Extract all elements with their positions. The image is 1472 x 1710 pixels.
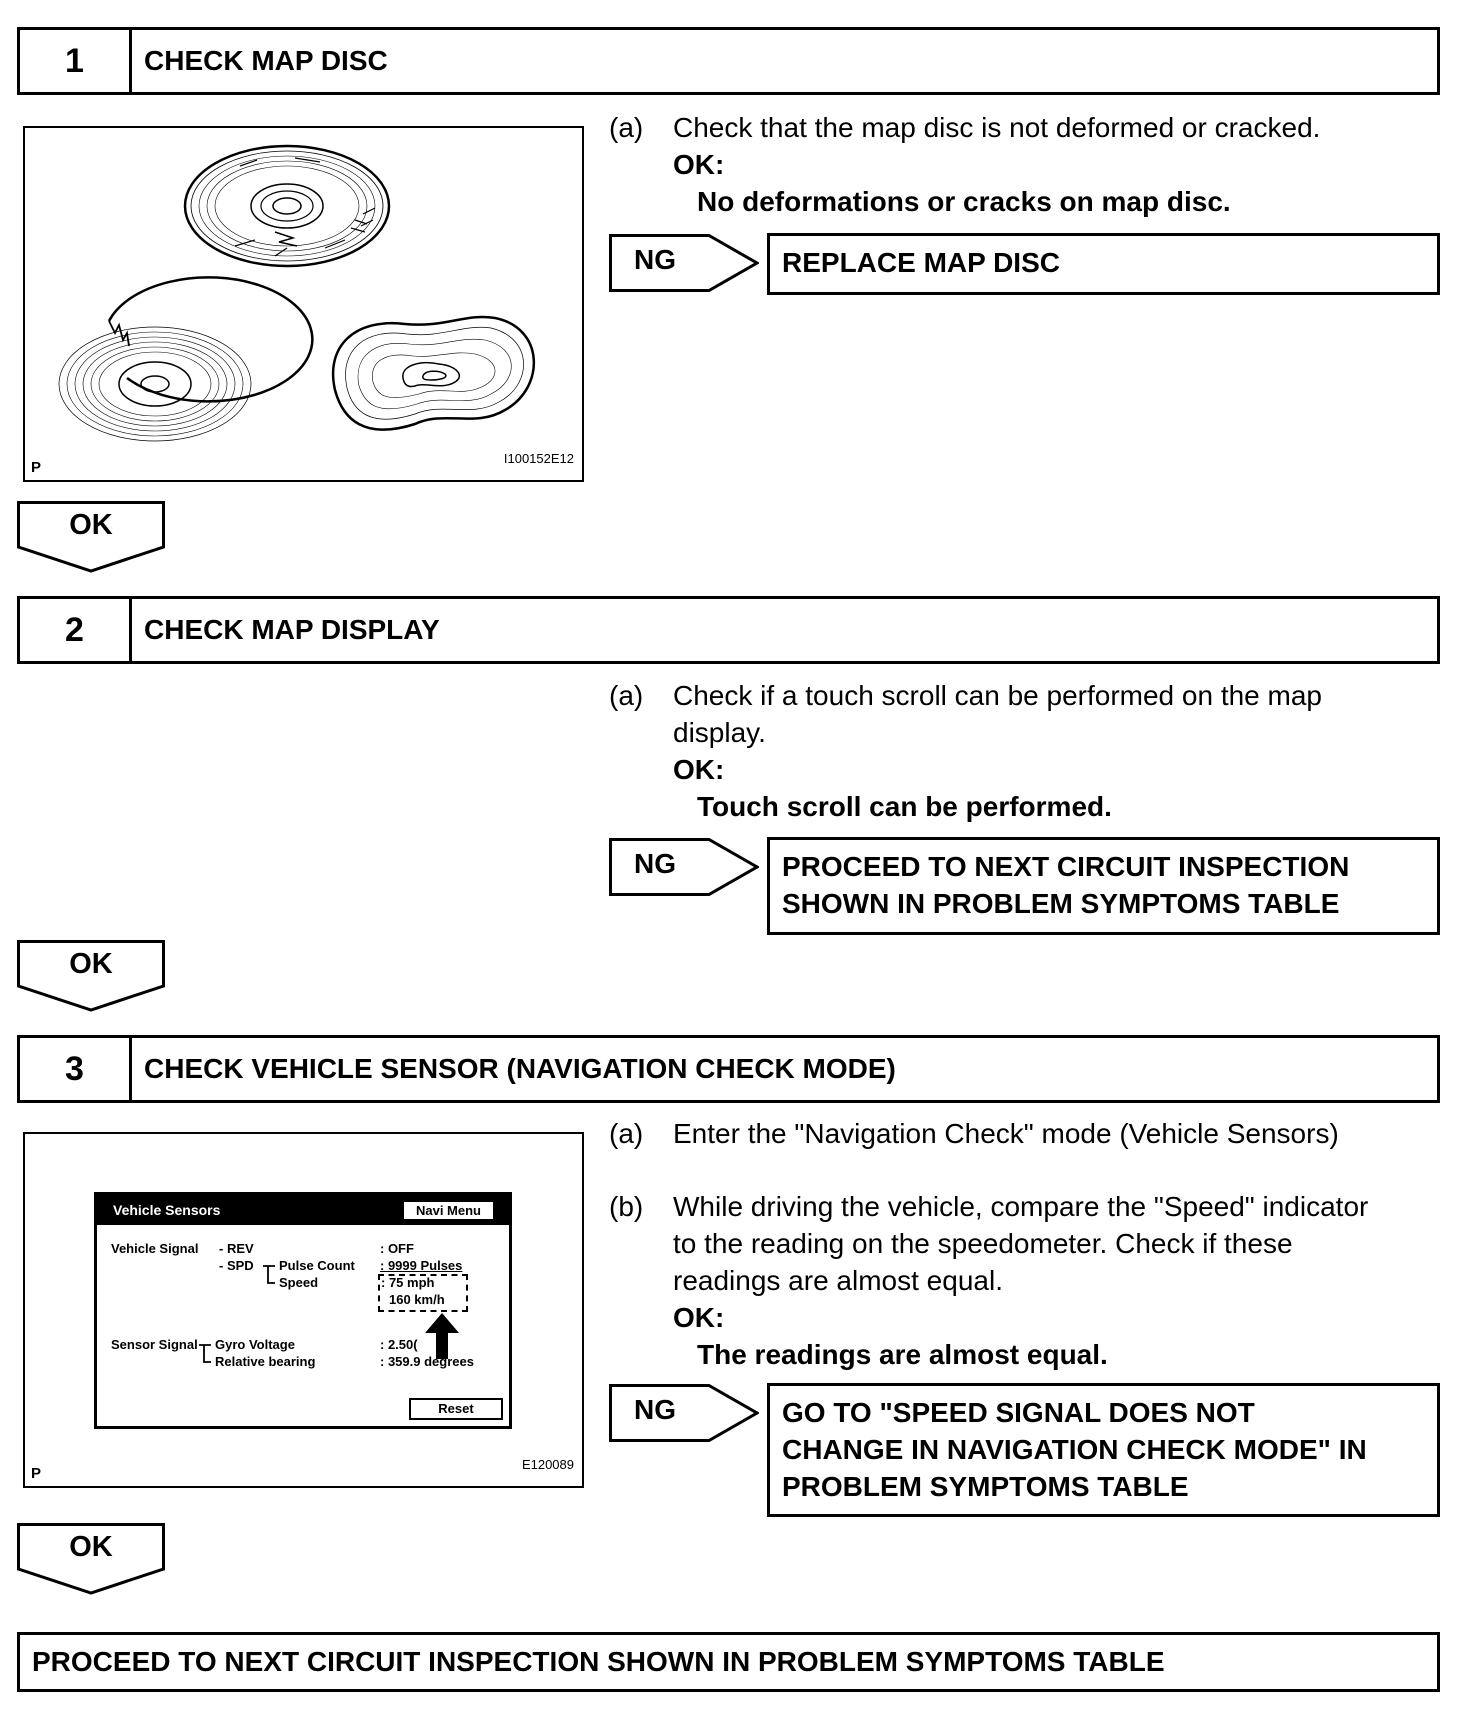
ng-arrow: NG bbox=[609, 1384, 761, 1442]
instruction-line: Check if a touch scroll can be performed… bbox=[673, 680, 1323, 711]
step-title: CHECK VEHICLE SENSOR (NAVIGATION CHECK M… bbox=[144, 1053, 896, 1084]
ok-arrow-label: OK bbox=[69, 1531, 113, 1563]
step-1-header: 1 CHECK MAP DISC bbox=[17, 27, 1440, 95]
ok-value: No deformations or cracks on map disc. bbox=[697, 186, 1231, 217]
step-3-header: 3 CHECK VEHICLE SENSOR (NAVIGATION CHECK… bbox=[17, 1035, 1440, 1103]
screen-titlebar: Vehicle Sensors Navi Menu bbox=[97, 1195, 509, 1225]
ok-arrow-shape bbox=[17, 1523, 165, 1595]
ng-result-line: GO TO "SPEED SIGNAL DOES NOT bbox=[782, 1397, 1255, 1428]
ng-arrow-shape bbox=[609, 234, 761, 292]
instruction-text: Check if a touch scroll can be performed… bbox=[673, 677, 1439, 751]
navigation-check-figure: Vehicle Sensors Navi Menu Vehicle Signal… bbox=[23, 1132, 584, 1488]
ng-result-box: REPLACE MAP DISC bbox=[767, 233, 1440, 295]
gyro-voltage-label: Gyro Voltage bbox=[215, 1337, 295, 1352]
navi-menu-button: Navi Menu bbox=[403, 1201, 493, 1219]
kmh-value: 160 km/h bbox=[389, 1292, 445, 1307]
mph-value: : 75 mph bbox=[381, 1275, 435, 1290]
instruction-label: (a) bbox=[609, 112, 644, 143]
ng-result-box: GO TO "SPEED SIGNAL DOES NOT CHANGE IN N… bbox=[767, 1383, 1440, 1517]
bearing-value: : 359.9 degrees bbox=[380, 1354, 474, 1369]
ng-arrow: NG bbox=[609, 234, 761, 292]
instruction-line: to the reading on the speedometer. Check… bbox=[673, 1228, 1293, 1259]
disc-illustration bbox=[58, 144, 536, 442]
step-number: 3 bbox=[20, 1038, 132, 1100]
gyro-value: : 2.50( bbox=[380, 1337, 418, 1352]
ok-arrow: OK bbox=[17, 940, 165, 1012]
ng-result-line: PROBLEM SYMPTOMS TABLE bbox=[782, 1471, 1189, 1502]
step-number: 2 bbox=[20, 599, 132, 661]
ok-arrow: OK bbox=[17, 1523, 165, 1595]
ng-result-line: CHANGE IN NAVIGATION CHECK MODE" IN bbox=[782, 1434, 1367, 1465]
ok-arrow-label: OK bbox=[69, 948, 113, 980]
ng-label: NG bbox=[634, 848, 676, 879]
ng-result-box: PROCEED TO NEXT CIRCUIT INSPECTION SHOWN… bbox=[767, 837, 1440, 935]
figure-corner-label: P bbox=[31, 1465, 42, 1482]
vehicle-sensors-screen: Vehicle Sensors Navi Menu Vehicle Signal… bbox=[94, 1192, 512, 1429]
instruction-item: (a) Check if a touch scroll can be perfo… bbox=[609, 677, 1439, 751]
screen-title: Vehicle Sensors bbox=[113, 1202, 221, 1218]
ng-result-line: SHOWN IN PROBLEM SYMPTOMS TABLE bbox=[782, 888, 1340, 919]
instruction-text: Enter the "Navigation Check" mode (Vehic… bbox=[673, 1118, 1339, 1149]
ok-arrow-label: OK bbox=[69, 509, 113, 541]
instruction-text: While driving the vehicle, compare the "… bbox=[673, 1188, 1439, 1299]
vehicle-signal-label: Vehicle Signal bbox=[111, 1241, 199, 1256]
final-result-box: PROCEED TO NEXT CIRCUIT INSPECTION SHOWN… bbox=[17, 1632, 1440, 1692]
step-title: CHECK MAP DISC bbox=[144, 45, 388, 76]
instruction-item: (a) Enter the "Navigation Check" mode (V… bbox=[609, 1115, 1439, 1152]
ok-label: OK: bbox=[673, 754, 725, 785]
speed-highlight-box bbox=[378, 1274, 468, 1312]
rev-value: : OFF bbox=[380, 1241, 414, 1256]
ng-arrow-shape bbox=[609, 838, 761, 896]
step-2-header: 2 CHECK MAP DISPLAY bbox=[17, 596, 1440, 664]
step-number: 1 bbox=[20, 30, 132, 92]
instruction-label: (b) bbox=[609, 1191, 644, 1222]
instruction-line: display. bbox=[673, 717, 766, 748]
sensor-bracket bbox=[199, 1344, 211, 1363]
scratched-disc bbox=[183, 144, 391, 268]
pulse-count-label: Pulse Count bbox=[279, 1258, 355, 1273]
figure-id: E120089 bbox=[521, 1457, 574, 1472]
ok-arrow: OK bbox=[17, 501, 165, 573]
figure-corner-label: P bbox=[31, 459, 42, 476]
ok-arrow-shape bbox=[17, 940, 165, 1012]
deformed-disc bbox=[331, 315, 536, 431]
ng-arrow: NG bbox=[609, 838, 761, 896]
instruction-item: (b) While driving the vehicle, compare t… bbox=[609, 1188, 1439, 1299]
spd-bracket bbox=[263, 1265, 275, 1284]
sensor-signal-label: Sensor Signal bbox=[111, 1337, 198, 1352]
ng-label: NG bbox=[634, 244, 676, 275]
ok-value: Touch scroll can be performed. bbox=[697, 791, 1112, 822]
relative-bearing-label: Relative bearing bbox=[215, 1354, 316, 1369]
step-3-instructions: (a) Enter the "Navigation Check" mode (V… bbox=[609, 1115, 1439, 1373]
pulse-value: : 9999 Pulses bbox=[380, 1258, 463, 1273]
instruction-label: (a) bbox=[609, 1118, 644, 1149]
ok-value: The readings are almost equal. bbox=[697, 1339, 1108, 1370]
instruction-label: (a) bbox=[609, 680, 644, 711]
ng-arrow-shape bbox=[609, 1384, 761, 1442]
step-1-instructions: (a) Check that the map disc is not defor… bbox=[609, 109, 1439, 220]
figure-id: I100152E12 bbox=[503, 451, 574, 466]
instruction-line: readings are almost equal. bbox=[673, 1265, 1003, 1296]
step-title: CHECK MAP DISPLAY bbox=[144, 614, 440, 645]
ng-label: NG bbox=[634, 1394, 676, 1425]
ok-label: OK: bbox=[673, 1302, 725, 1333]
step-2-instructions: (a) Check if a touch scroll can be perfo… bbox=[609, 677, 1439, 825]
cracked-disc bbox=[58, 276, 314, 442]
ok-label: OK: bbox=[673, 149, 725, 180]
rev-label: - REV bbox=[219, 1241, 254, 1256]
up-arrow-icon bbox=[425, 1313, 459, 1359]
speed-label: Speed bbox=[279, 1275, 319, 1290]
instruction-item: (a) Check that the map disc is not defor… bbox=[609, 109, 1439, 146]
instruction-line: While driving the vehicle, compare the "… bbox=[673, 1191, 1369, 1222]
instruction-text: Check that the map disc is not deformed … bbox=[673, 112, 1321, 143]
ng-result-line: REPLACE MAP DISC bbox=[782, 247, 1060, 278]
reset-button: Reset bbox=[409, 1398, 503, 1420]
ng-result-line: PROCEED TO NEXT CIRCUIT INSPECTION bbox=[782, 851, 1350, 882]
map-disc-figure: P I100152E12 bbox=[23, 126, 584, 482]
ok-arrow-shape bbox=[17, 501, 165, 573]
spd-label: - SPD bbox=[219, 1258, 254, 1273]
final-result-text: PROCEED TO NEXT CIRCUIT INSPECTION SHOWN… bbox=[32, 1646, 1165, 1677]
